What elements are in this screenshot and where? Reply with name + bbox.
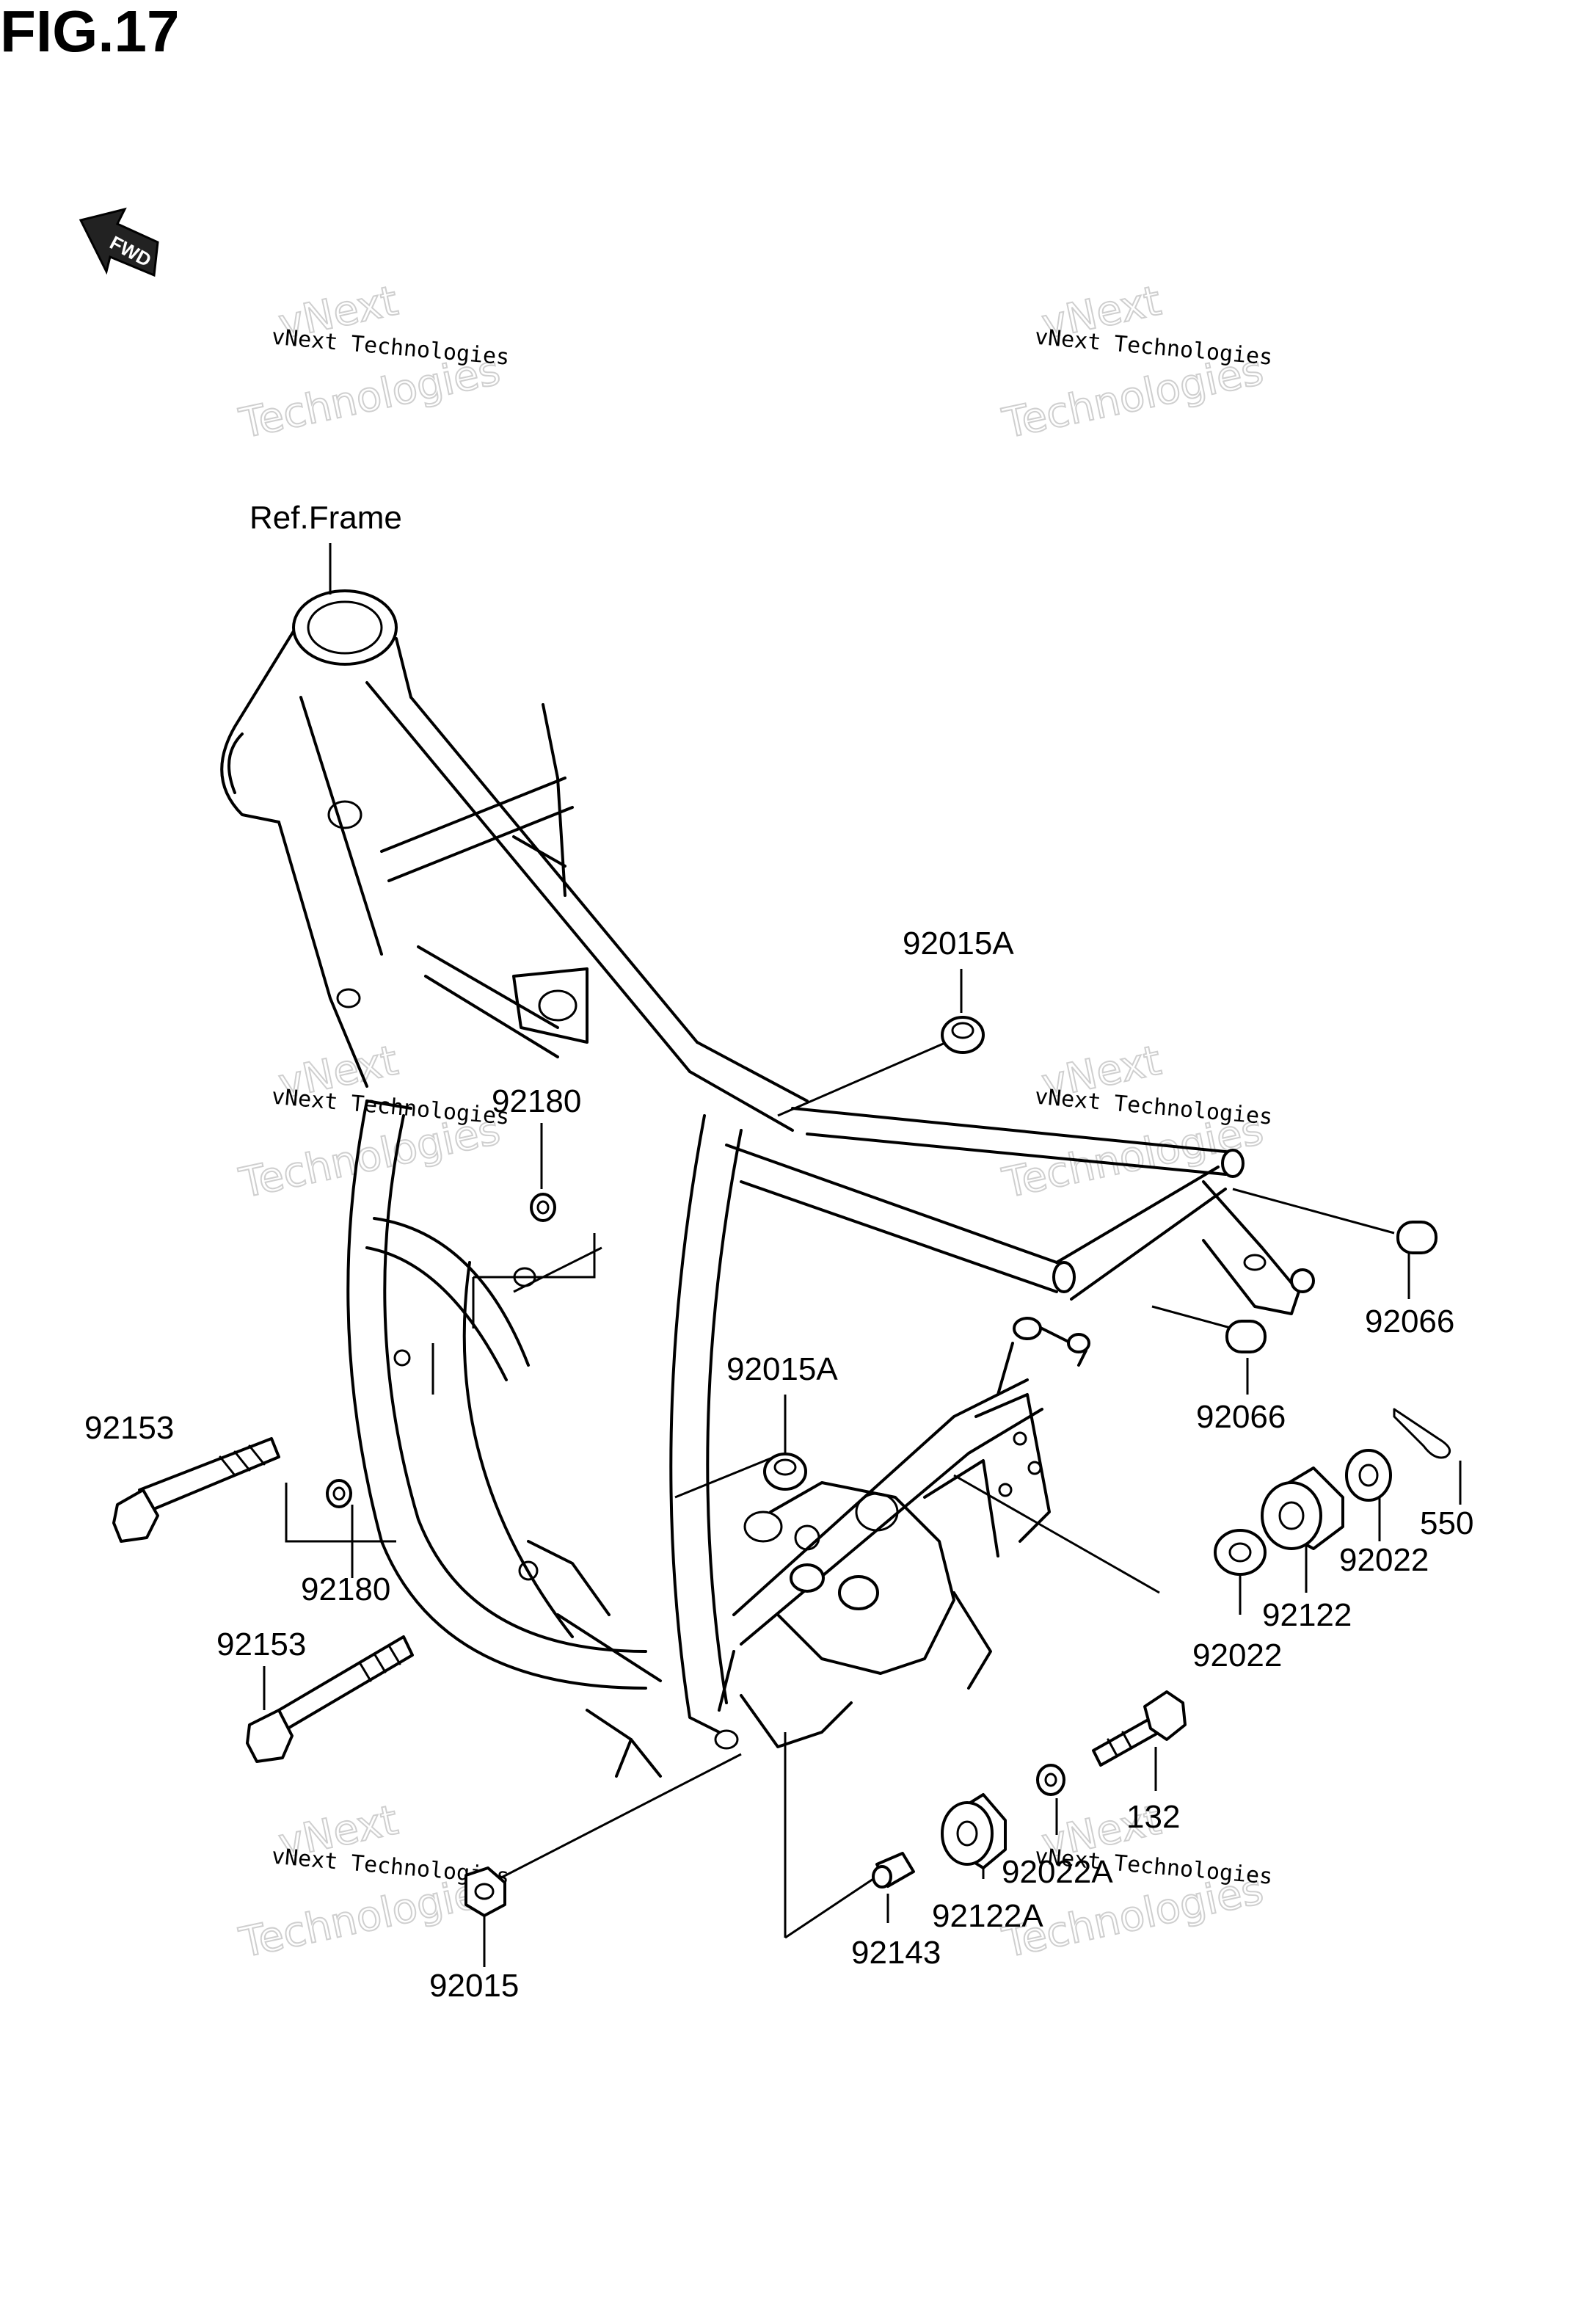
label-92066-mid: 92066 bbox=[1196, 1399, 1286, 1435]
label-92015a-mid: 92015A bbox=[726, 1351, 838, 1387]
label-92122: 92122 bbox=[1262, 1597, 1352, 1633]
washer-92180-lower bbox=[326, 1479, 352, 1508]
label-92180-lower: 92180 bbox=[301, 1571, 390, 1607]
watermark-3: vNext Technologies vNext Technologies bbox=[235, 1036, 511, 1208]
svg-text:vNext Technologies: vNext Technologies bbox=[1034, 324, 1274, 371]
watermark-1: vNext Technologies vNext Technologies bbox=[235, 276, 511, 448]
svg-text:vNext Technologies: vNext Technologies bbox=[271, 324, 511, 371]
bolt-132 bbox=[1092, 1690, 1187, 1767]
fwd-arrow-icon: FWD bbox=[79, 207, 159, 277]
label-92022-right: 92022 bbox=[1339, 1542, 1429, 1578]
washer-92180-top bbox=[530, 1193, 556, 1222]
label-92143: 92143 bbox=[851, 1935, 941, 1971]
watermark-2: vNext Technologies vNext Technologies bbox=[998, 276, 1274, 448]
bolt-92153-lower bbox=[246, 1635, 414, 1763]
svg-text:vNext Technologies: vNext Technologies bbox=[271, 1084, 511, 1130]
leader-lines bbox=[263, 543, 1462, 1967]
washer-92022-right bbox=[1345, 1449, 1392, 1502]
parts bbox=[112, 1016, 1451, 1917]
label-92022a: 92022A bbox=[1002, 1854, 1113, 1890]
watermark-4: vNext Technologies vNext Technologies bbox=[998, 1036, 1274, 1208]
pin-550 bbox=[1393, 1408, 1451, 1459]
washer-92022-left bbox=[1214, 1529, 1267, 1576]
label-ref-frame: Ref.Frame bbox=[249, 500, 402, 536]
label-92022-left: 92022 bbox=[1192, 1637, 1282, 1673]
cap-92066-right bbox=[1396, 1221, 1438, 1254]
label-92153-upper: 92153 bbox=[84, 1410, 174, 1446]
label-92180-top: 92180 bbox=[492, 1083, 581, 1119]
nut-92015a-top bbox=[941, 1016, 985, 1054]
label-92015: 92015 bbox=[429, 1968, 519, 2004]
label-132: 132 bbox=[1126, 1799, 1180, 1835]
motorcycle-frame bbox=[220, 589, 1315, 1778]
collar-92122 bbox=[1261, 1466, 1344, 1550]
cap-92066-mid bbox=[1225, 1320, 1267, 1353]
washer-92022a bbox=[1036, 1764, 1065, 1796]
label-92122a: 92122A bbox=[932, 1898, 1043, 1934]
bolt-92153-upper bbox=[112, 1437, 280, 1543]
label-550: 550 bbox=[1420, 1505, 1473, 1541]
collar-92122a bbox=[941, 1793, 1007, 1869]
label-92066-right: 92066 bbox=[1365, 1304, 1454, 1339]
nut-92015a-mid bbox=[763, 1453, 807, 1491]
label-92153-lower: 92153 bbox=[216, 1626, 306, 1662]
svg-text:vNext Technologies: vNext Technologies bbox=[1034, 1084, 1274, 1130]
label-92015a-top: 92015A bbox=[903, 926, 1014, 961]
nut-92015 bbox=[464, 1866, 506, 1917]
figure-title: FIG.17 bbox=[0, 0, 180, 64]
part-labels: Ref.Frame 92015A 92180 92066 92066 92015… bbox=[84, 500, 1473, 2004]
spacer-92143 bbox=[872, 1852, 915, 1889]
